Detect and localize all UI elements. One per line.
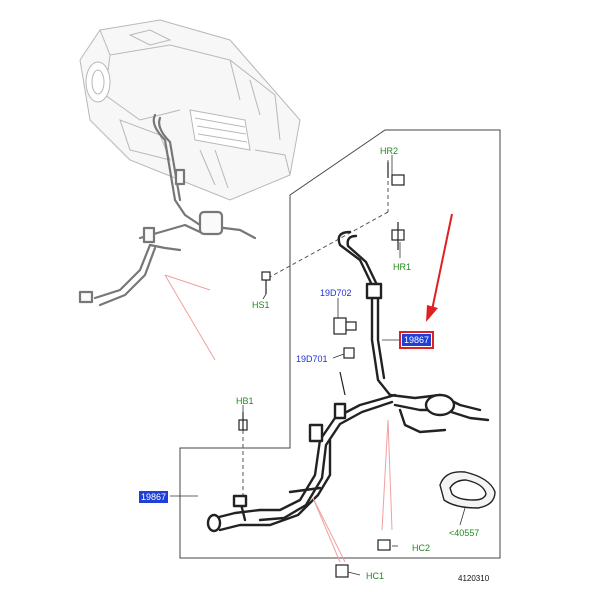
callout-arrow xyxy=(426,213,453,322)
assembly-guide-lines xyxy=(242,160,389,500)
label-hc1: HC1 xyxy=(366,571,385,581)
label-19d702: 19D702 xyxy=(320,288,352,298)
upper-leader-lines xyxy=(164,274,216,361)
sensor-19d702 xyxy=(333,317,357,335)
clip-hr1 xyxy=(391,222,405,250)
gasket-part xyxy=(439,471,496,509)
hvac-unit-illustration xyxy=(79,19,301,201)
label-hc2: HC2 xyxy=(412,543,431,553)
main-hose-assembly xyxy=(206,230,490,533)
clip-hc2 xyxy=(377,539,391,551)
bolt-hs1 xyxy=(261,271,271,294)
valve-19d701 xyxy=(339,347,355,396)
reference-box-lower[interactable]: 19867 xyxy=(139,491,169,503)
clip-hc1 xyxy=(335,564,349,578)
label-hs1: HS1 xyxy=(252,300,270,310)
label-hb1: HB1 xyxy=(236,396,254,406)
exploded-view-frame xyxy=(179,129,501,559)
fasteners xyxy=(238,162,405,578)
drawing-number: 4120310 xyxy=(458,574,490,583)
label-leader-lines xyxy=(170,155,466,576)
upper-hose-assembly xyxy=(78,113,257,307)
label-19d701: 19D701 xyxy=(296,354,328,364)
reference-box-upper[interactable]: 19867 xyxy=(398,331,435,349)
lower-leader-lines xyxy=(312,419,393,563)
label-hr2: HR2 xyxy=(380,146,399,156)
label-gasket: <40557 xyxy=(449,528,480,538)
label-hr1: HR1 xyxy=(393,262,412,272)
clip-hr2 xyxy=(387,162,405,186)
